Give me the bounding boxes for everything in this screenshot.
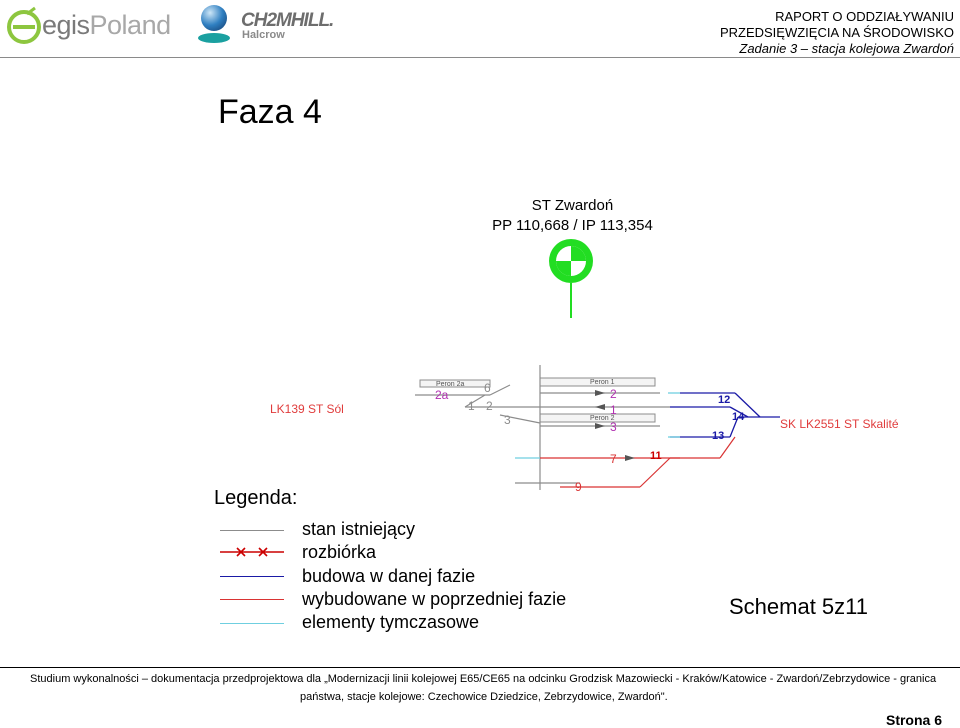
track-label-2-left: 2 bbox=[486, 399, 493, 413]
track-label-7: 7 bbox=[610, 452, 617, 466]
left-line-label: LK139 ST Sól bbox=[270, 402, 344, 416]
page-title: Faza 4 bbox=[218, 93, 322, 131]
right-line-label: SK LK2551 ST Skalité bbox=[780, 417, 899, 431]
legend-line-existing bbox=[220, 530, 284, 531]
legend-line-previous-phase bbox=[220, 599, 284, 600]
platform-2a-label: Peron 2a bbox=[436, 381, 465, 388]
legend-label-previous-phase: wybudowane w poprzedniej fazie bbox=[302, 589, 567, 609]
temporary-elements bbox=[515, 392, 680, 459]
legend-label-temporary: elementy tymczasowe bbox=[302, 612, 480, 632]
track-label-14: 14 bbox=[732, 411, 745, 423]
poland-word: Poland bbox=[89, 10, 172, 40]
footer-divider bbox=[0, 667, 960, 668]
station-symbol bbox=[549, 239, 593, 318]
track-label-6: 6 bbox=[484, 381, 491, 395]
platform-2-label: Peron 2 bbox=[590, 415, 615, 422]
track-ends bbox=[595, 390, 635, 461]
footer-line-1: Studium wykonalności – dokumentacja prze… bbox=[30, 673, 937, 685]
track-diagram: LK139 ST Sól SK LK2551 ST Skalité Peron … bbox=[270, 365, 899, 494]
footer-line-2: państwa, stacje kolejowe: Czechowice Dzi… bbox=[300, 691, 668, 703]
track-label-1-left: 1 bbox=[468, 399, 475, 413]
ch2mhill-logo: CH2MHILL. bbox=[241, 10, 334, 31]
legend-label-existing: stan istniejący bbox=[302, 519, 416, 539]
report-title-line2: PRZEDSIĘWZIĘCIA NA ŚRODOWISKO bbox=[719, 25, 954, 40]
track-label-13: 13 bbox=[712, 430, 724, 442]
station-km: PP 110,668 / IP 113,354 bbox=[492, 217, 653, 234]
egis-logo-text: egisPoland bbox=[42, 10, 171, 40]
legend-label-new-construction: budowa w danej fazie bbox=[302, 566, 476, 586]
halcrow-globe-logo bbox=[198, 5, 230, 43]
schema-label: Schemat 5z11 bbox=[729, 594, 869, 619]
legend-line-new-construction bbox=[220, 576, 284, 577]
header-divider bbox=[0, 57, 960, 58]
platform-1-label: Peron 1 bbox=[590, 379, 615, 386]
legend-label-demolition: rozbiórka bbox=[302, 542, 377, 562]
legend-title: Legenda: bbox=[214, 487, 298, 509]
track-label-1: 1 bbox=[610, 403, 617, 417]
track-label-9: 9 bbox=[575, 480, 582, 494]
report-subtitle: Zadanie 3 – stacja kolejowa Zwardoń bbox=[739, 41, 954, 56]
track-label-2: 2 bbox=[610, 387, 617, 401]
station-name: ST Zwardoń bbox=[531, 197, 614, 214]
page-number: Strona 6 bbox=[885, 712, 942, 728]
legend-line-temporary bbox=[220, 623, 284, 624]
report-title-line1: RAPORT O ODDZIAŁYWANIU bbox=[775, 9, 954, 24]
previous-phase-tracks bbox=[540, 436, 736, 488]
track-label-3: 3 bbox=[610, 420, 617, 434]
track-label-3-left: 3 bbox=[504, 413, 511, 427]
legend-line-demolition bbox=[220, 547, 284, 557]
egis-logo-mark bbox=[7, 6, 41, 44]
egis-word: egis bbox=[42, 10, 90, 40]
track-label-12: 12 bbox=[718, 394, 730, 406]
platform-2a bbox=[419, 379, 491, 388]
track-label-11: 11 bbox=[650, 450, 662, 462]
track-label-2a: 2a bbox=[435, 388, 449, 402]
halcrow-logo: Halcrow bbox=[242, 29, 285, 41]
